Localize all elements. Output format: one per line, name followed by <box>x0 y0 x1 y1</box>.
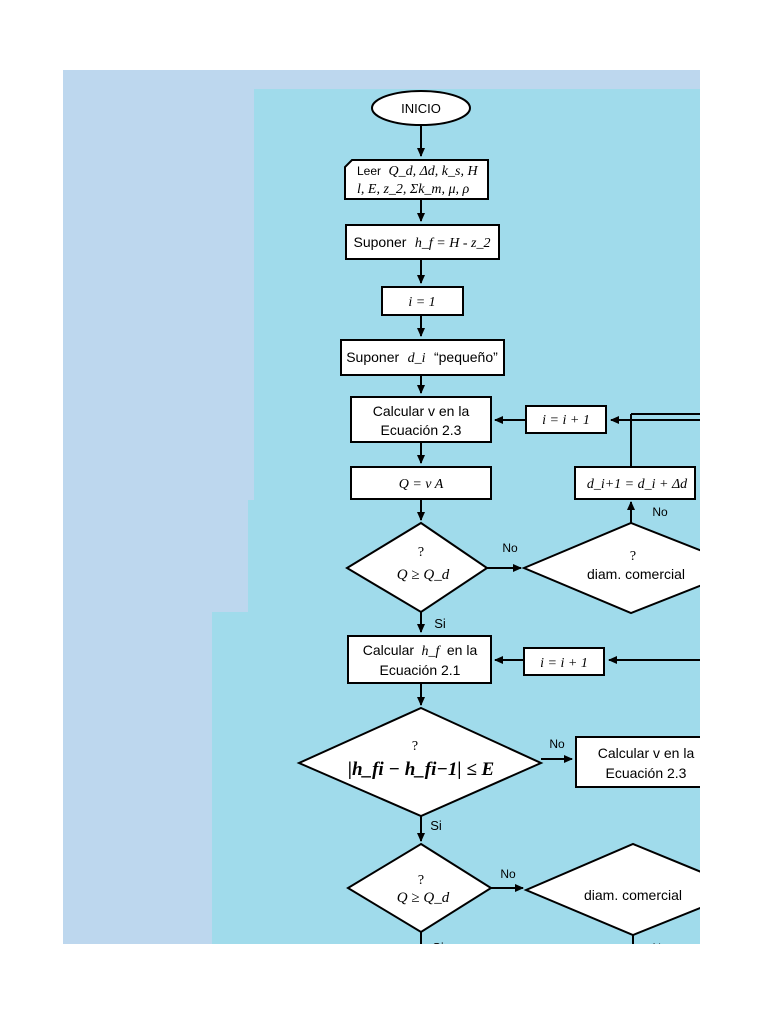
calc-hf-line-1: Calcular h_f en la <box>363 642 478 659</box>
assume-di-box <box>340 339 505 376</box>
q-eq-box <box>350 466 492 500</box>
calc-v-2-line-1: Calcular v en la <box>598 745 695 761</box>
label-no-3: No <box>549 737 565 751</box>
read-line-2: l, E, z_2, Σk_m, μ, ρ <box>357 182 470 197</box>
calc-v-2-line-2: Ecuación 2.3 <box>606 765 687 781</box>
decision-q-2-expr: Q ≥ Q_d <box>397 890 450 906</box>
read-line-1: Leer Q_d, Δd, k_s, H <box>357 162 478 179</box>
inc-i-box-2 <box>523 647 605 676</box>
label-si-2: Si <box>430 818 442 833</box>
calc-hf-line-2: Ecuación 2.1 <box>380 662 461 678</box>
decision-diam-1-text: diam. comercial <box>587 566 685 582</box>
decision-diam-1 <box>521 521 700 615</box>
decision-q-1-expr: Q ≥ Q_d <box>397 567 450 583</box>
read-prefix: Leer <box>357 164 381 178</box>
label-no-4: No <box>500 867 516 881</box>
init-i-box <box>381 286 464 316</box>
decision-diam-2 <box>523 842 700 937</box>
read-input-box <box>344 159 489 200</box>
decision-diam-2-text: diam. comercial <box>584 887 682 903</box>
decision-error-mark: ? <box>412 739 418 754</box>
calc-v-1-line-2: Ecuación 2.3 <box>381 422 462 438</box>
label-no-1: No <box>502 541 518 555</box>
d-update-box <box>574 466 696 500</box>
d-update-text: d_i+1 = d_i + Δd <box>587 477 688 492</box>
inc-i-1-text: i = i + 1 <box>542 413 590 428</box>
label-si-1: Si <box>434 616 446 631</box>
decision-error-expr: |h_fi − h_fi−1| ≤ E <box>348 759 494 780</box>
inc-i-2-text: i = i + 1 <box>540 656 588 671</box>
assume-hf-box <box>345 224 500 260</box>
label-si-3: Si <box>432 940 444 955</box>
calc-v-1-line-1: Calcular v en la <box>373 403 470 419</box>
label-no-2: No <box>652 505 668 519</box>
init-i-text: i = 1 <box>408 295 435 310</box>
calc-v-box-1 <box>350 396 492 443</box>
decision-diam-1-mark: ? <box>630 549 636 564</box>
assume-hf-text: Suponer h_f = H - z_2 <box>354 234 491 251</box>
label-no-5: No <box>652 941 668 955</box>
q-eq-text: Q = v A <box>399 477 444 492</box>
decision-q-2-mark: ? <box>418 873 424 888</box>
flowchart-panel <box>212 89 700 944</box>
calc-hf-box <box>347 635 492 684</box>
read-vars-1: Q_d, Δd, k_s, H <box>388 164 478 179</box>
start-label: INICIO <box>401 101 441 116</box>
assume-di-text: Suponer d_i “pequeño” <box>346 349 498 366</box>
decision-q-1-mark: ? <box>418 545 424 560</box>
calc-v-box-2 <box>575 736 700 788</box>
